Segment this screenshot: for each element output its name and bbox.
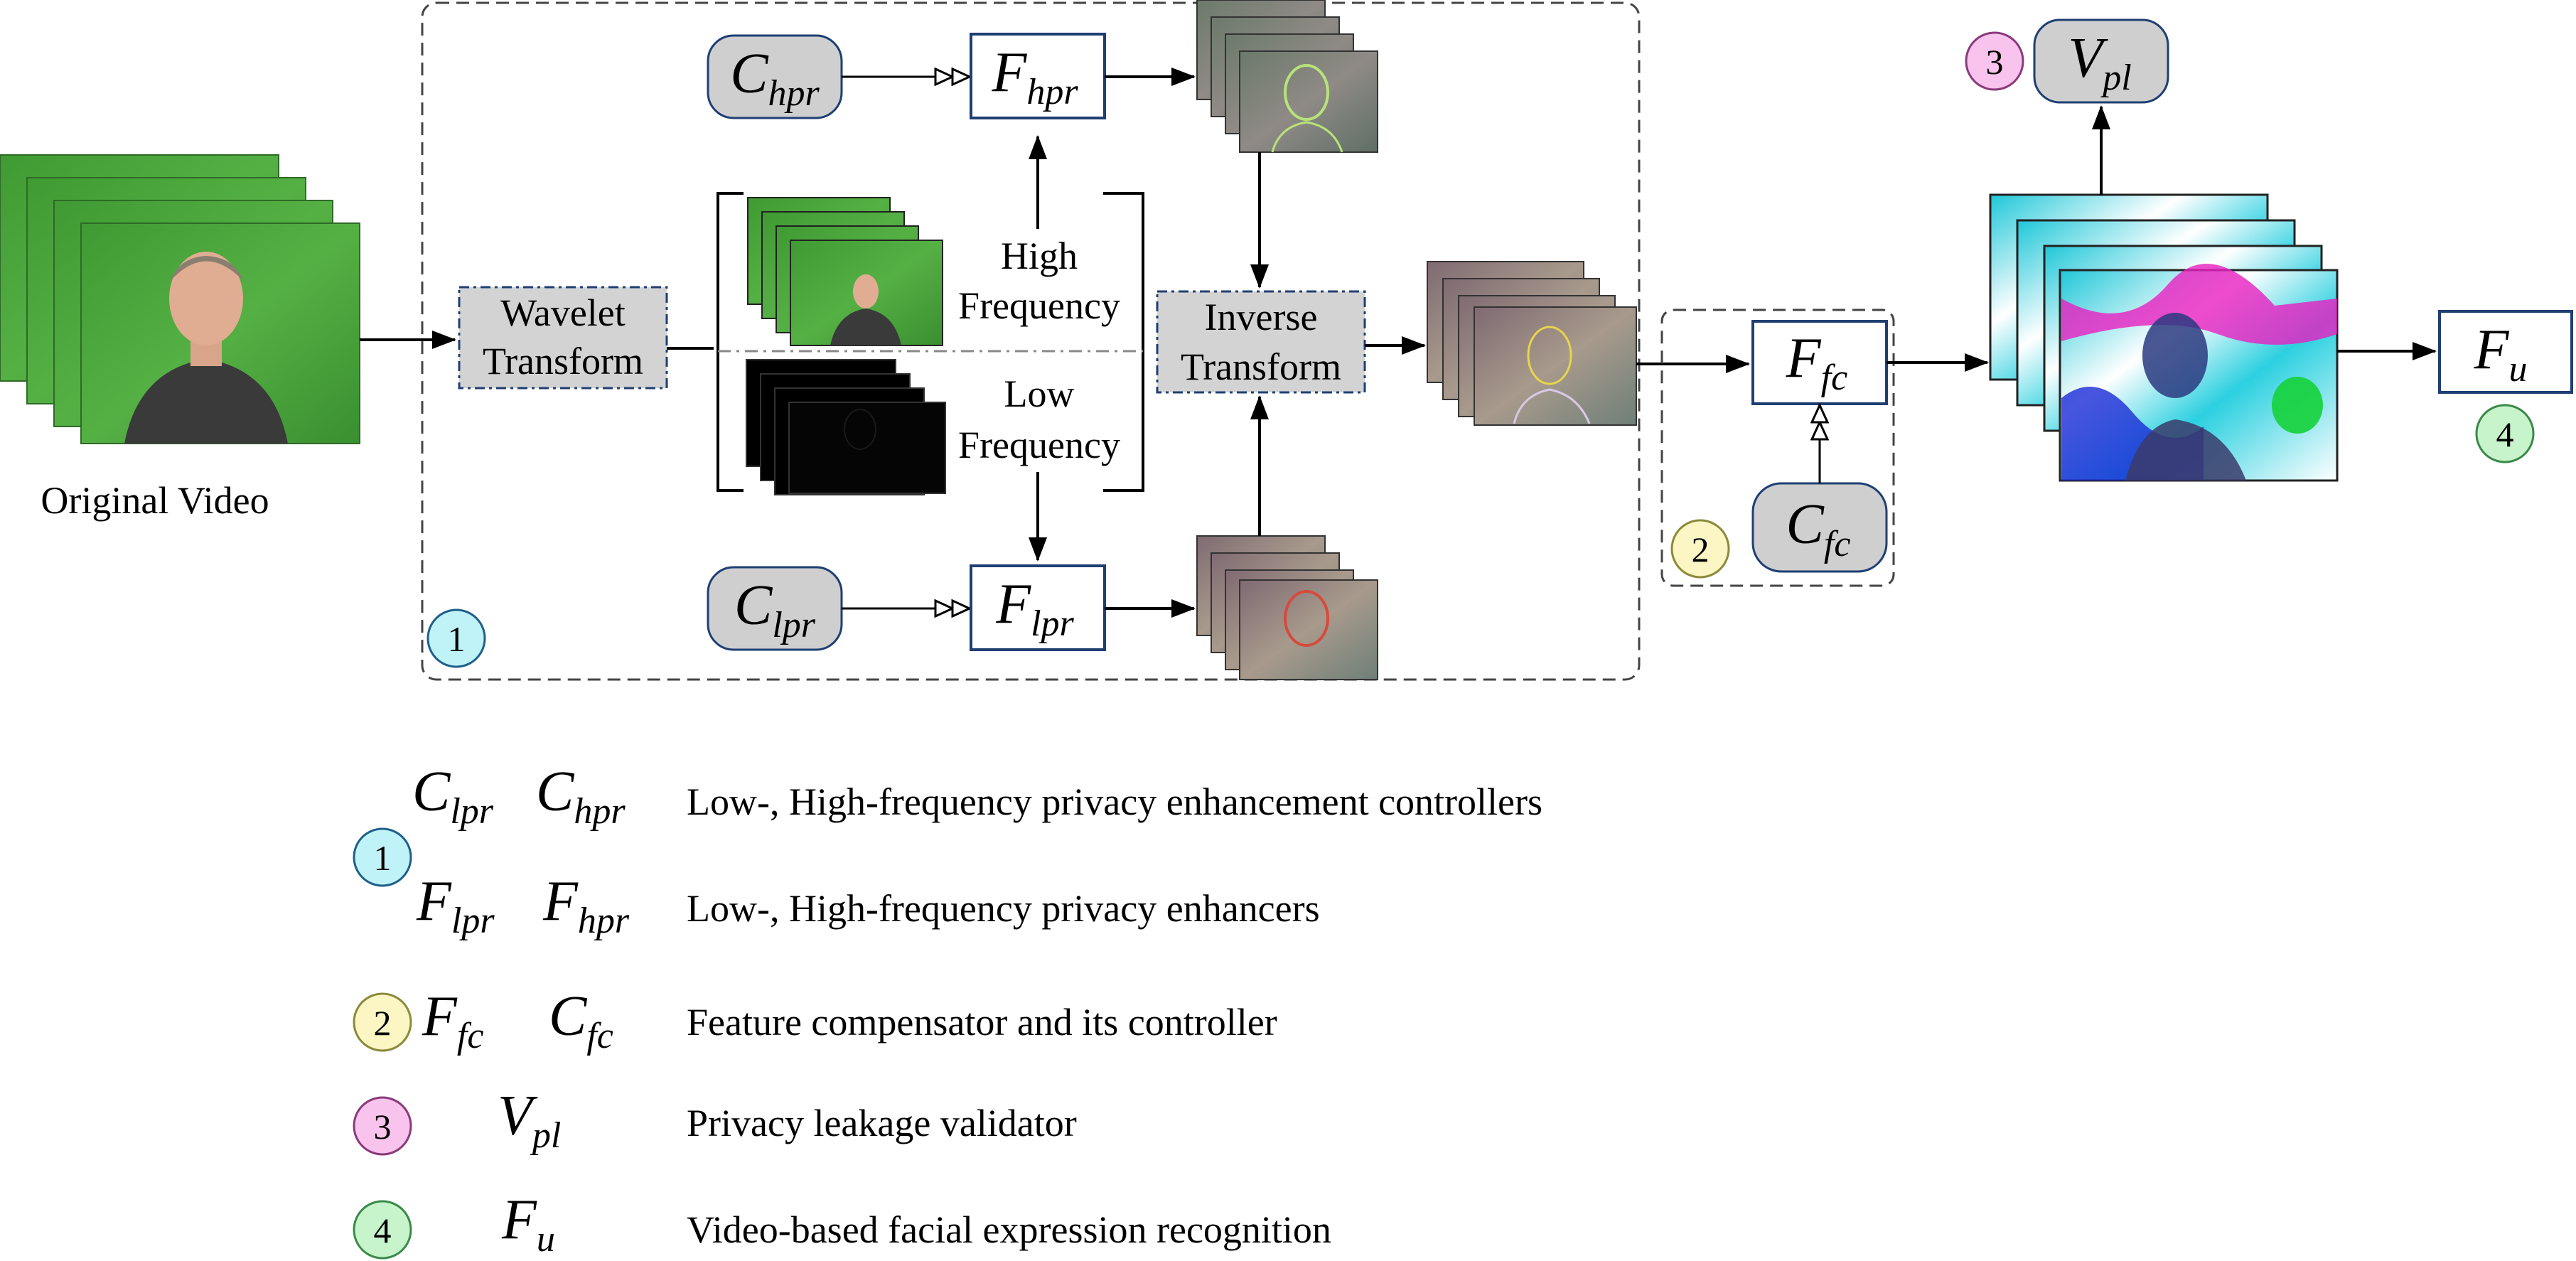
f-u-recognizer <box>2438 310 2573 394</box>
legend-marker-2 <box>353 992 412 1052</box>
legend-marker-3-label: 3 <box>374 1107 392 1147</box>
f-u-label: Fu <box>2474 318 2528 390</box>
legend-row2-symbol1: Flpr <box>416 870 495 941</box>
legend-row1-symbol1: Clpr <box>412 761 494 832</box>
c-hpr-label: Chpr <box>730 43 820 114</box>
legend-row1-description: Low-, High-frequency privacy enhancement… <box>687 780 1542 823</box>
inverse-label-line1: Inverse <box>1205 296 1318 338</box>
low-frequency-label-line1: Low <box>1004 372 1075 415</box>
f-fc-label: Ffc <box>1786 327 1847 398</box>
legend-row3-description: Feature compensator and its controller <box>687 1001 1277 1043</box>
region-1-box <box>421 1 1641 681</box>
legend-row2-description: Low-, High-frequency privacy enhancers <box>687 887 1320 930</box>
bands-bracket-left <box>717 192 744 492</box>
legend-row5-symbol1: Fu <box>501 1188 555 1260</box>
bands-bracket-right <box>1103 192 1144 492</box>
marker-2-label: 2 <box>1692 530 1710 569</box>
high-enhanced-output-stack <box>1196 0 1378 153</box>
legend-row4-symbol1: Vpl <box>498 1085 561 1156</box>
low-frequency-stack <box>746 359 946 495</box>
inverse-transform-box <box>1156 290 1366 394</box>
legend: 1 Clpr Chpr Low-, High-frequency privacy… <box>353 761 1542 1260</box>
compensated-output-stack <box>1989 193 2339 482</box>
marker-1-label: 1 <box>448 619 466 659</box>
inverse-label-line2: Transform <box>1181 345 1341 388</box>
f-hpr-label: Fhpr <box>991 41 1078 112</box>
legend-marker-4-label: 4 <box>374 1211 392 1250</box>
legend-row3-symbol2: Cfc <box>549 985 613 1056</box>
marker-4-label: 4 <box>2496 414 2514 454</box>
v-pl-label: Vpl <box>2068 27 2131 98</box>
original-video-stack <box>0 154 360 444</box>
legend-row2-symbol2: Fhpr <box>542 870 630 941</box>
wavelet-transform-box <box>458 286 668 390</box>
region-2-box <box>1660 308 1895 587</box>
wavelet-label-line1: Wavelet <box>500 291 626 334</box>
wavelet-label-line2: Transform <box>483 340 643 382</box>
legend-row3-symbol1: Ffc <box>422 985 483 1056</box>
v-pl-validator <box>2033 18 2169 104</box>
marker-1 <box>426 608 486 668</box>
f-hpr-enhancer <box>970 33 1106 119</box>
low-enhanced-output-stack <box>1196 535 1378 680</box>
marker-2 <box>1670 519 1730 579</box>
reconstructed-output-stack <box>1427 261 1637 426</box>
high-frequency-label-line2: Frequency <box>958 284 1120 327</box>
c-lpr-label: Clpr <box>734 574 816 645</box>
legend-marker-4 <box>353 1200 412 1260</box>
legend-marker-1-label: 1 <box>374 838 392 878</box>
low-frequency-label-line2: Frequency <box>958 424 1120 466</box>
legend-marker-1 <box>353 827 412 887</box>
legend-row5-description: Video-based facial expression recognitio… <box>687 1208 1331 1251</box>
f-lpr-enhancer <box>970 564 1106 651</box>
marker-4 <box>2475 404 2535 463</box>
legend-marker-3 <box>353 1096 412 1156</box>
high-frequency-stack <box>747 197 943 346</box>
legend-row1-symbol2: Chpr <box>536 761 626 832</box>
legend-row4-description: Privacy leakage validator <box>687 1102 1077 1144</box>
c-fc-label: Cfc <box>1786 493 1851 564</box>
original-video-label: Original Video <box>41 479 269 522</box>
legend-marker-2-label: 2 <box>374 1003 392 1043</box>
marker-3-label: 3 <box>1986 42 2004 82</box>
high-frequency-label-line1: High <box>1001 235 1078 277</box>
marker-3 <box>1965 31 2024 91</box>
f-lpr-label: Flpr <box>995 573 1074 644</box>
